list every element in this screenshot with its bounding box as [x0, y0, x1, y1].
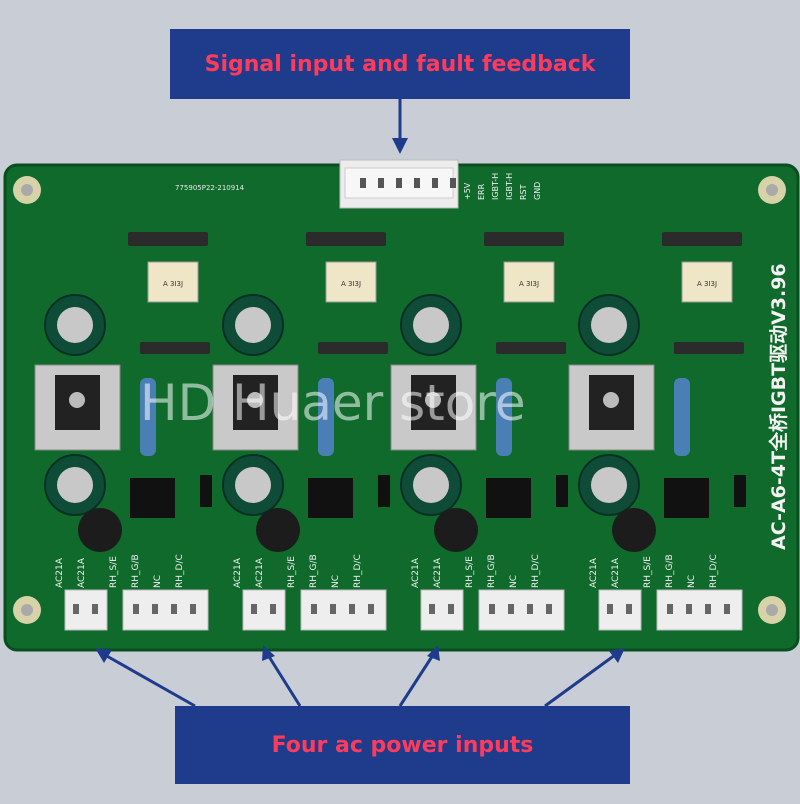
channel-2: A 3I3J AC21A AC21A RH_S/E RH_G/B NC RH_D/C	[212, 232, 390, 631]
channel-3: A 3I3J AC21A AC21A RH_S/E RH_G/B NC RH_D/C	[390, 232, 568, 631]
board-title: AC-A6-4T全桥IGBT驱动V3.96	[767, 263, 790, 550]
channel-label: RH_S/E	[643, 556, 653, 588]
capacitor-top	[57, 307, 93, 343]
channel-label: NC	[331, 575, 341, 588]
channel-label: AC21A	[233, 557, 243, 588]
jumper-header	[130, 478, 175, 518]
capacitor-top	[235, 467, 271, 503]
channel-label: AC21A	[255, 557, 265, 588]
channel-label: RH_D/C	[709, 554, 719, 588]
power-resistor	[140, 378, 156, 456]
ac-input-connector	[598, 589, 642, 631]
pin-label-igbt-h1: IGBT-H	[491, 173, 500, 200]
channel-label: AC21A	[411, 557, 421, 588]
power-resistor	[318, 378, 334, 456]
diode	[734, 475, 746, 507]
channel-label: AC21A	[77, 557, 87, 588]
channel-label: RH_G/B	[487, 554, 497, 588]
channel-label: RH_D/C	[175, 554, 185, 588]
capacitor-top	[57, 467, 93, 503]
channel-label: RH_D/C	[531, 554, 541, 588]
channel-label: NC	[509, 575, 519, 588]
bridge-rectifier	[78, 508, 122, 552]
bridge-rectifier	[612, 508, 656, 552]
pin-label-5v: +5V	[463, 182, 472, 200]
channel-label: AC21A	[589, 557, 599, 588]
channel-label: AC21A	[433, 557, 443, 588]
channel-label: NC	[153, 575, 163, 588]
jumper-header	[664, 478, 709, 518]
optocoupler-marking: A 3I3J	[519, 280, 539, 288]
ac-input-connector	[420, 589, 464, 631]
capacitor-top	[591, 467, 627, 503]
channel-label: RH_S/E	[109, 556, 119, 588]
diode	[556, 475, 568, 507]
channel-label: RH_S/E	[465, 556, 475, 588]
channel-label: RH_D/C	[353, 554, 363, 588]
jumper-header	[308, 478, 353, 518]
smd-resistor-row	[674, 342, 744, 354]
optocoupler-chip	[681, 261, 733, 303]
optocoupler-marking: A 3I3J	[341, 280, 361, 288]
channel-label: RH_S/E	[287, 556, 297, 588]
board-serial: 775905P22-210914	[175, 184, 245, 192]
smd-resistor-row	[496, 342, 566, 354]
channel-4: A 3I3J AC21A AC21A RH_S/E RH_G/B NC RH_D/C	[568, 232, 746, 631]
bridge-rectifier	[434, 508, 478, 552]
top-connector-labels: +5V ERR IGBT-H IGBT-H RST GND	[463, 173, 542, 200]
pin-label-err: ERR	[477, 183, 486, 200]
power-resistor	[674, 378, 690, 456]
capacitor-top	[413, 307, 449, 343]
smd-resistor-row	[140, 342, 210, 354]
screw	[603, 392, 619, 408]
optocoupler-marking: A 3I3J	[163, 280, 183, 288]
ac-input-connector	[242, 589, 286, 631]
channel-label: RH_G/B	[309, 554, 319, 588]
top-connector	[339, 159, 459, 209]
optocoupler-chip	[503, 261, 555, 303]
callout-signal-input: Signal input and fault feedback	[170, 29, 630, 99]
channel-label: NC	[687, 575, 697, 588]
smd-resistor-row	[662, 232, 742, 246]
screw	[247, 392, 263, 408]
optocoupler-chip	[147, 261, 199, 303]
smd-resistor-row	[306, 232, 386, 246]
smd-resistor-row	[318, 342, 388, 354]
power-resistor	[496, 378, 512, 456]
pin-label-igbt-h2: IGBT-H	[505, 173, 514, 200]
optocoupler-chip	[325, 261, 377, 303]
smd-resistor-row	[484, 232, 564, 246]
capacitor-top	[235, 307, 271, 343]
channel-label: RH_G/B	[131, 554, 141, 588]
capacitor-top	[413, 467, 449, 503]
screw	[69, 392, 85, 408]
pin-label-gnd: GND	[533, 182, 542, 200]
bridge-rectifier	[256, 508, 300, 552]
pin-label-rst: RST	[519, 184, 528, 200]
capacitor-top	[591, 307, 627, 343]
channel-label: AC21A	[611, 557, 621, 588]
smd-resistor-row	[128, 232, 208, 246]
optocoupler-marking: A 3I3J	[697, 280, 717, 288]
callout-arrows	[95, 99, 625, 708]
jumper-header	[486, 478, 531, 518]
channel-label: AC21A	[55, 557, 65, 588]
watermark: HD Huaer store	[140, 374, 526, 432]
screw	[425, 392, 441, 408]
mounting-holes	[13, 176, 786, 624]
diode	[200, 475, 212, 507]
diode	[378, 475, 390, 507]
ac-input-connector	[64, 589, 108, 631]
channel-label: RH_G/B	[665, 554, 675, 588]
channel-1: A 3I3J AC21A AC21A RH_S/E RH_G/B NC RH_D/C	[34, 232, 212, 631]
callout-ac-inputs: Four ac power inputs	[175, 706, 630, 784]
